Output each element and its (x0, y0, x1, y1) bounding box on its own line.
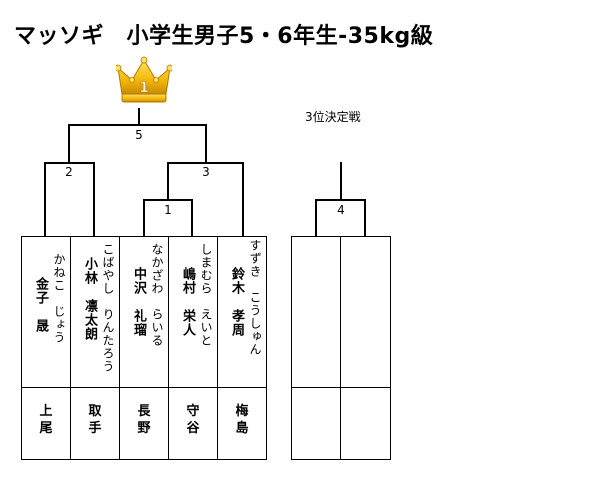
player-name: 中沢 礼瑠 (131, 267, 146, 337)
player-kana: すずき こうしゅん (248, 239, 262, 356)
player-grid: かねこ じょう 金子 晟 上尾 こばやし りんたろう 小林 凛太朗 取手 なかざ… (21, 236, 267, 460)
player-column: すずき こうしゅん 鈴木 孝周 梅島 (218, 237, 266, 459)
player-team: 取手 (88, 404, 102, 436)
crown-icon: 1 (116, 56, 172, 103)
bout-number-first: 1 (164, 203, 172, 217)
player-name: 鈴木 孝周 (229, 267, 244, 337)
player-team: 長野 (137, 404, 151, 436)
bout-number-semi-right: 3 (202, 165, 210, 179)
player-column: なかざわ らいる 中沢 礼瑠 長野 (120, 237, 169, 459)
row-divider (22, 387, 266, 388)
third-place-label: 3位決定戦 (305, 110, 361, 124)
player-team: 上尾 (39, 404, 53, 436)
player-kana: なかざわ らいる (150, 243, 164, 347)
row-divider (292, 387, 390, 388)
player-name: 金子 晟 (33, 277, 48, 333)
player-kana: こばやし りんたろう (101, 243, 115, 373)
crown-number: 1 (139, 80, 149, 96)
player-team: 梅島 (235, 404, 249, 436)
third-place-column (292, 237, 341, 459)
third-place-column (341, 237, 389, 459)
player-kana: しまむら えいと (199, 243, 213, 347)
bout-number-third-place: 4 (337, 203, 345, 217)
bout-number-semi-left: 2 (65, 165, 73, 179)
player-column: しまむら えいと 嶋村 栄人 守谷 (169, 237, 218, 459)
player-team: 守谷 (186, 404, 200, 436)
page-title: マッソギ 小学生男子5・6年生-35kg級 (14, 24, 434, 49)
player-column: こばやし りんたろう 小林 凛太朗 取手 (71, 237, 120, 459)
player-kana: かねこ じょう (52, 253, 66, 344)
player-column: かねこ じょう 金子 晟 上尾 (22, 237, 71, 459)
player-name: 小林 凛太朗 (82, 257, 97, 341)
player-name: 嶋村 栄人 (180, 267, 195, 337)
bout-number-final: 5 (135, 128, 143, 142)
third-place-grid (291, 236, 391, 460)
